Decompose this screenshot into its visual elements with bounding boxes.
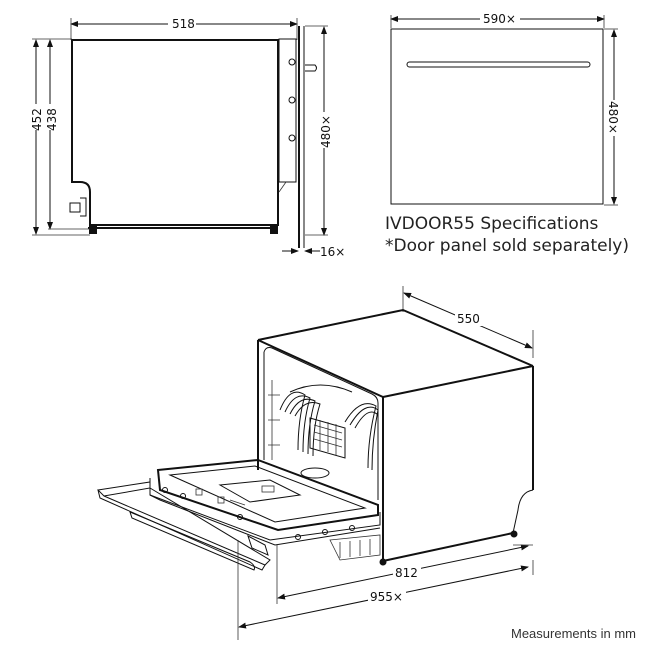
open-depth-with-door-label: 955× [370, 590, 403, 604]
isometric-drawing: 550 [96, 286, 534, 640]
cabinet-top-edges [257, 308, 534, 367]
cutlery-basket-icon [309, 417, 346, 459]
specs-note: *Door panel sold separately) [385, 236, 630, 256]
door-panel-outline [390, 28, 604, 205]
open-depth-label: 812 [395, 566, 418, 580]
door-height-label: 480× [319, 115, 333, 148]
foot-icon [379, 558, 387, 566]
dishwasher-body-outline [71, 39, 279, 226]
detergent-dispenser [218, 479, 302, 503]
hinge-icon [288, 134, 296, 142]
specs-title: IVDOOR55 Specifications [385, 214, 599, 234]
door-panel-edge [96, 481, 151, 497]
door-panel-handle [406, 61, 591, 68]
door-block [278, 38, 297, 183]
door-handle-icon [129, 511, 255, 571]
open-door-inner [156, 458, 379, 532]
measurement-unit-note: Measurements in mm [511, 626, 636, 641]
outer-height-label: 452 [30, 108, 44, 131]
panel-height-label: 480× [606, 101, 620, 134]
cabinet-bottom-edge [382, 532, 514, 562]
hose-connector-icon [69, 202, 81, 213]
inner-height-label: 438 [45, 108, 59, 131]
foot-icon [270, 226, 278, 234]
hinge-icon [288, 96, 296, 104]
side-view-drawing: 518 452 438 [28, 14, 345, 259]
panel-width-label: 590× [483, 12, 516, 26]
spray-arm-icon [300, 467, 330, 479]
width-label: 518 [172, 17, 195, 31]
door-thickness-label: 16× [320, 245, 345, 259]
door-panel-drawing: 590× 480× [390, 11, 622, 206]
hinge-icon [288, 58, 296, 66]
door-handle-icon [305, 64, 317, 72]
depth-label: 550 [457, 312, 480, 326]
upper-rack-rail [289, 384, 353, 393]
plates-icon [279, 391, 379, 471]
foot-icon [89, 226, 97, 234]
foot-icon [510, 530, 518, 538]
